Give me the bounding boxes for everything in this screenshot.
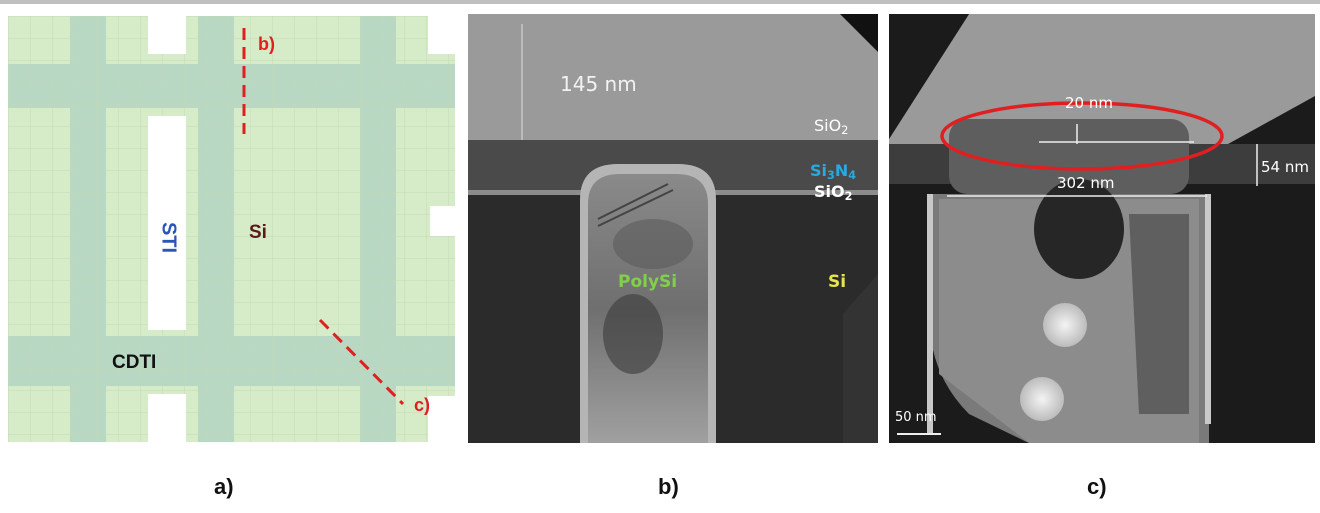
scale-bar-label: 50 nm — [895, 410, 937, 425]
caption-b: b) — [658, 474, 679, 499]
sti-edge-2 — [430, 206, 455, 236]
sio2-top-label: SiO2 — [814, 116, 849, 137]
cut-label-c: c) — [414, 395, 431, 415]
si-label-b: Si — [828, 272, 847, 292]
cut-label-b: b) — [258, 34, 275, 54]
sio2-region — [889, 14, 1315, 149]
sti-edge-1 — [428, 16, 455, 54]
sti-edge-3 — [428, 396, 455, 442]
void-dark — [1034, 179, 1124, 279]
sio2-mid-label: SiO2 — [814, 182, 853, 203]
sti-label: STI — [157, 221, 180, 254]
layout-schematic-panel: b) c) STI Si CDTI — [8, 16, 455, 442]
top-rule — [0, 0, 1320, 4]
grid-overlay — [8, 16, 455, 442]
sti-region-top — [148, 16, 186, 54]
polysi-label: PolySi — [618, 272, 678, 292]
sio2-top-layer — [468, 14, 878, 140]
scale-label-145nm: 145 nm — [560, 72, 637, 96]
tem-cross-section-c: 20 nm 302 nm 54 nm 50 nm — [889, 14, 1315, 443]
caption-a: a) — [214, 474, 234, 499]
top-width-label: 20 nm — [1065, 94, 1113, 112]
bottom-width-label: 302 nm — [1057, 174, 1115, 192]
trench-top — [949, 119, 1189, 194]
cdti-label: CDTI — [112, 352, 157, 373]
tem-image-c — [889, 14, 1315, 443]
bright-grain-2 — [1020, 377, 1064, 421]
thickness-label: 54 nm — [1261, 158, 1309, 176]
corner-dark — [840, 14, 878, 52]
highlight-ellipse — [940, 101, 1224, 171]
caption-c: c) — [1087, 474, 1107, 499]
si-label: Si — [249, 222, 267, 243]
sti-region-main — [148, 116, 186, 330]
cut-line-c — [318, 318, 405, 406]
bright-grain-1 — [1043, 303, 1087, 347]
layout-schematic — [8, 16, 455, 442]
tem-image-b — [468, 14, 878, 443]
si3n4-label: Si3N4 — [810, 161, 856, 182]
tem-cross-section-b: 145 nm SiO2 Si3N4 SiO2 PolySi Si — [468, 14, 878, 443]
sti-region-bottom — [148, 394, 186, 442]
